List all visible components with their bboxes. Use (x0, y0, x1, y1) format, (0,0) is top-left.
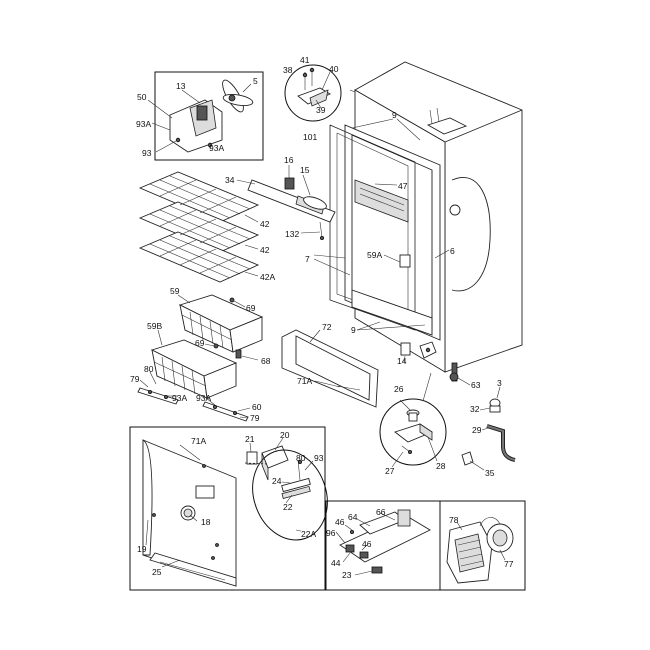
callout-35: 35 (485, 468, 495, 478)
baskets: 59 69 59B 69 68 (147, 286, 271, 399)
callout-64: 64 (348, 512, 358, 522)
callout-63: 63 (471, 380, 481, 390)
callout-28: 28 (436, 461, 446, 471)
lower-hardware: 14 63 3 32 29 35 (397, 341, 516, 478)
callout-93: 93 (314, 453, 324, 463)
callout-101: 101 (303, 132, 317, 142)
callout-42: 42 (260, 219, 270, 229)
callout-13: 13 (176, 81, 186, 91)
callout-93: 93 (142, 148, 152, 158)
callout-93a: 93A (209, 143, 224, 153)
callout-93a: 93A (196, 393, 211, 403)
callout-47: 47 (398, 181, 408, 191)
callout-26: 26 (394, 384, 404, 394)
callout-24: 24 (272, 476, 282, 486)
callout-79: 79 (130, 374, 140, 384)
callout-7: 7 (305, 254, 310, 264)
kick-plate: 72 71A (281, 322, 379, 408)
callout-78: 78 (449, 515, 459, 525)
callout-60: 60 (252, 402, 262, 412)
callout-66: 66 (376, 507, 386, 517)
callout-6: 6 (450, 246, 455, 256)
callout-42: 42 (260, 245, 270, 255)
callout-71a: 71A (191, 436, 206, 446)
callout-69: 69 (246, 303, 256, 313)
freezer-cabinet: 9 47 6 59A 7 9 (305, 61, 523, 373)
callout-59: 59 (170, 286, 180, 296)
callout-46: 46 (362, 539, 372, 549)
control-board-inset: 66 64 46 96 46 44 23 (325, 500, 441, 591)
callout-3: 3 (497, 378, 502, 388)
callout-25: 25 (152, 567, 162, 577)
callout-72: 72 (322, 322, 332, 332)
callout-46: 46 (335, 517, 345, 527)
callout-21: 21 (245, 434, 255, 444)
callout-15: 15 (300, 165, 310, 175)
callout-38: 38 (283, 65, 293, 75)
callout-41: 41 (300, 55, 310, 65)
basket-slides: 79 80 93A 93A 60 79 (130, 364, 262, 423)
callout-27: 27 (385, 466, 395, 476)
callout-5: 5 (253, 76, 258, 86)
callout-29: 29 (472, 425, 482, 435)
callout-14: 14 (397, 356, 407, 366)
callout-93a: 93A (136, 119, 151, 129)
callout-19: 19 (137, 544, 147, 554)
callout-16: 16 (284, 155, 294, 165)
callout-93a: 93A (172, 393, 187, 403)
callout-22a: 22A (301, 529, 316, 539)
light-assembly: 16 15 34 132 (225, 155, 336, 240)
callout-68: 68 (261, 356, 271, 366)
callout-40: 40 (329, 64, 339, 74)
callout-69: 69 (195, 338, 205, 348)
callout-20: 20 (280, 430, 290, 440)
callout-22: 22 (283, 502, 293, 512)
callout-80: 80 (296, 453, 306, 463)
callout-132: 132 (285, 229, 299, 239)
fan-motor-inset: 13 5 50 93A 93 93A (136, 71, 264, 161)
callout-59a: 59A (367, 250, 382, 260)
wire-shelves: 42 42 42A (138, 171, 275, 283)
callout-71a: 71A (297, 376, 312, 386)
door-panel-inset: 71A 21 20 80 93 24 18 22 22A 19 25 (129, 426, 328, 591)
callout-79: 79 (250, 413, 260, 423)
callout-96: 96 (326, 528, 336, 538)
callout-77: 77 (504, 559, 514, 569)
alarm-inset: 78 77 (439, 500, 526, 591)
lower-hinge-detail: 26 27 28 (379, 372, 447, 476)
callout-9: 9 (351, 325, 356, 335)
callout-9: 9 (392, 110, 397, 120)
callout-39: 39 (316, 105, 326, 115)
callout-50: 50 (137, 92, 147, 102)
callout-80: 80 (144, 364, 154, 374)
callout-44: 44 (331, 558, 341, 568)
callout-42a: 42A (260, 272, 275, 282)
callout-59b: 59B (147, 321, 162, 331)
callout-34: 34 (225, 175, 235, 185)
callout-23: 23 (342, 570, 352, 580)
callout-18: 18 (201, 517, 211, 527)
callout-32: 32 (470, 404, 480, 414)
